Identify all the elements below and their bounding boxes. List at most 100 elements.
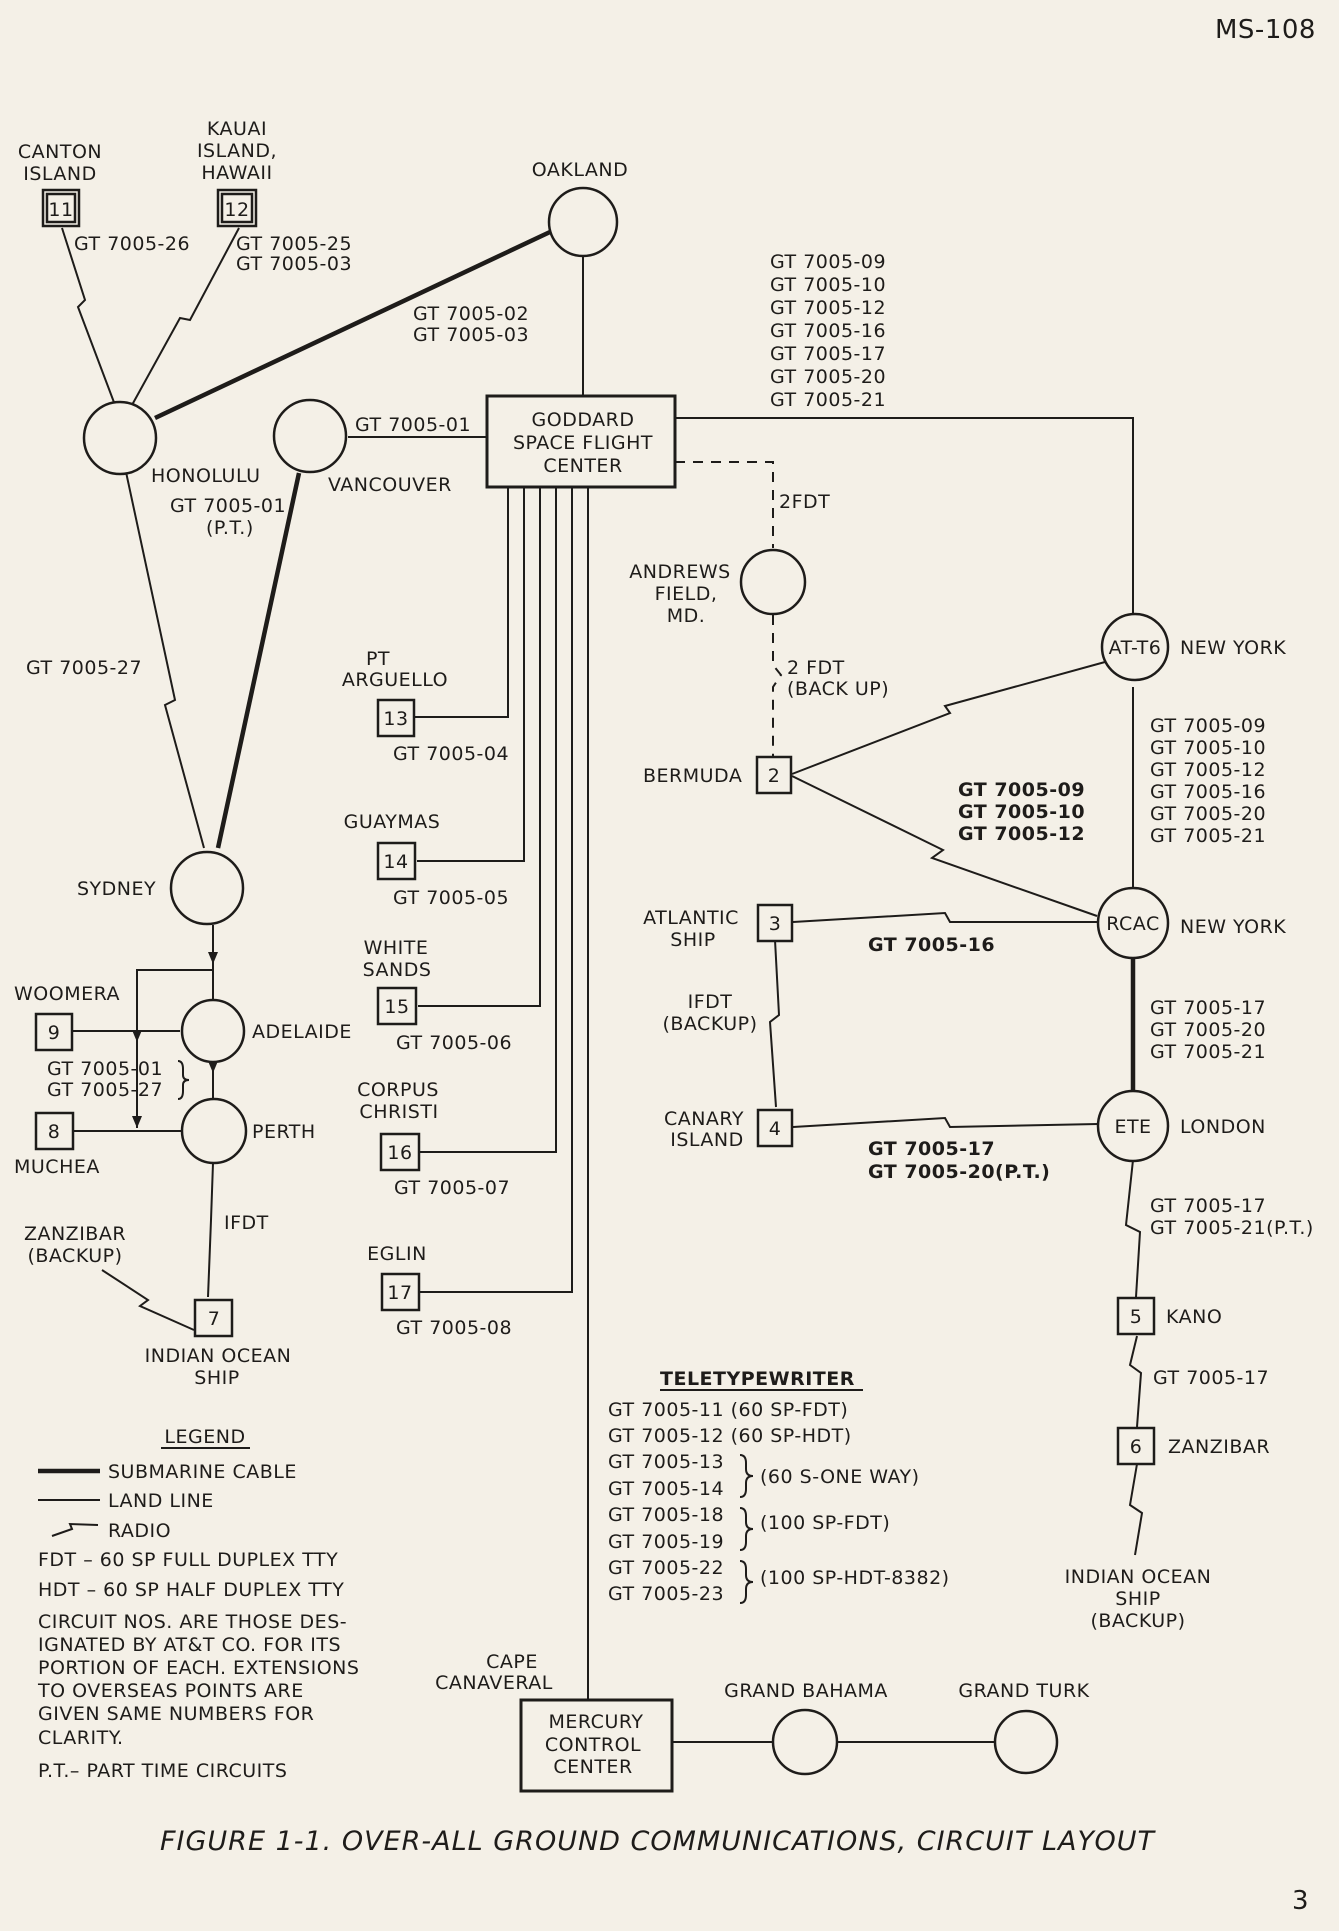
radio-link-zanzibar-ship (1128, 1463, 1144, 1556)
node-rcac-label: RCAC (1106, 913, 1159, 935)
teletype-g1b: GT 7005-14 (608, 1478, 724, 1500)
station-box-eglin (380, 1272, 421, 1312)
dashed-goddard-andrews (675, 461, 774, 548)
station-name2-canary: ISLAND (670, 1129, 744, 1151)
node-mercury-line3: CENTER (553, 1756, 632, 1778)
arrowhead-sydney (208, 952, 218, 964)
circuit-canary-ete-2: GT 7005-20(P.T.) (868, 1161, 1050, 1183)
circuit-ete-kano-2: GT 7005-21(P.T.) (1150, 1217, 1314, 1239)
station-name-arguello: PT (366, 648, 390, 670)
station-number-atlantic: 3 (769, 913, 782, 935)
line-perth-indianship (207, 1162, 214, 1298)
node-ete-name: LONDON (1180, 1116, 1266, 1138)
radio-link-honolulu-sydney (125, 471, 205, 849)
line-goddard-guaymas (417, 487, 525, 862)
teletype-g2a: GT 7005-18 (608, 1504, 724, 1526)
node-rcac-name: NEW YORK (1180, 916, 1286, 938)
teletype-bracket-3 (739, 1560, 754, 1604)
radio-link-bermuda-atnewyork (791, 661, 1106, 775)
circuit-goddard-ny-7: GT 7005-21 (770, 389, 886, 411)
doc-id: MS-108 (1215, 15, 1316, 45)
circuit-kauai-1: GT 7005-25 (236, 233, 352, 255)
legend-note-4: TO OVERSEAS POINTS ARE (37, 1680, 304, 1702)
radio-link-atlantic-canary (768, 939, 781, 1108)
circuit-ifdt-backup-1: IFDT (688, 991, 733, 1013)
node-andrews-line2: FIELD, (655, 583, 718, 605)
station-box-zanzibar (1116, 1426, 1156, 1466)
teletype-bracket-2 (739, 1507, 754, 1551)
circuit-oakland-1: GT 7005-02 (413, 303, 529, 325)
station-name2-atlantic: SHIP (670, 929, 715, 951)
node-label-grand-bahama: GRAND BAHAMA (724, 1680, 888, 1702)
node-andrews-line1: ANDREWS (629, 561, 730, 583)
circuit-eglin: GT 7005-08 (396, 1317, 512, 1339)
legend-land: LAND LINE (108, 1490, 214, 1512)
station-number-whitesands: 15 (384, 996, 409, 1018)
circuit-andrews-1: 2FDT (779, 491, 830, 513)
node-label-honolulu: HONOLULU (151, 465, 261, 487)
radio-link-bermuda-rcac (791, 775, 1098, 917)
node-andrews-line3: MD. (667, 605, 706, 627)
station-box-corpus (379, 1132, 421, 1172)
line-goddard-eglin (420, 487, 573, 1293)
circuit-canton: GT 7005-26 (74, 233, 190, 255)
radio-link-kauai-honolulu (131, 227, 240, 406)
submarine-vancouver-sydney (215, 472, 302, 849)
node-mercury (519, 1698, 674, 1793)
legend-hdt: HDT – 60 SP HALF DUPLEX TTY (38, 1579, 344, 1601)
station-name2-whitesands: SANDS (363, 959, 432, 981)
circuit-goddard-ny-6: GT 7005-20 (770, 366, 886, 388)
radio-link-canton-honolulu (61, 227, 116, 406)
connection-lines (61, 227, 1144, 1743)
circuit-goddard-ny-3: GT 7005-12 (770, 297, 886, 319)
station-number-kauai: 12 (224, 199, 249, 221)
station-number-corpus: 16 (387, 1142, 412, 1164)
line-goddard-corpus (420, 487, 557, 1153)
station-name-eglin: EGLIN (367, 1243, 427, 1265)
node-label-adelaide: ADELAIDE (252, 1021, 352, 1043)
circuit-kano-zanzibar: GT 7005-17 (1153, 1367, 1269, 1389)
circuit-honolulu-sydney: GT 7005-27 (26, 657, 142, 679)
radio-link-atlantic-rcac (792, 911, 1098, 923)
circuit-goddard-ny-4: GT 7005-16 (770, 320, 886, 342)
circuit-atny-rcac-5: GT 7005-20 (1150, 803, 1266, 825)
circuit-bermuda-rcac-2: GT 7005-10 (958, 801, 1085, 823)
station-number-zanzibar: 6 (1130, 1436, 1143, 1458)
station-number-muchea: 8 (48, 1121, 61, 1143)
node-goddard-line3: CENTER (543, 455, 622, 477)
teletype-g1a: GT 7005-13 (608, 1451, 724, 1473)
station-name-kauai: KAUAI (207, 118, 267, 140)
circuit-rcac-ete-2: GT 7005-20 (1150, 1019, 1266, 1041)
circuit-perth-ship: IFDT (224, 1212, 269, 1234)
station-number-bermuda: 2 (768, 765, 781, 787)
teletype-g3b: GT 7005-23 (608, 1583, 724, 1605)
submarine-honolulu-oakland (154, 229, 551, 421)
station-box-bermuda (755, 755, 793, 795)
circuit-goddard-ny-1: GT 7005-09 (770, 251, 886, 273)
node-label-oakland: OAKLAND (532, 159, 628, 181)
station-name2-corpus: CHRISTI (359, 1101, 438, 1123)
legend-radio: RADIO (108, 1520, 171, 1542)
figure-caption: FIGURE 1-1. OVER-ALL GROUND COMMUNICATIO… (160, 1826, 1156, 1857)
node-oakland (547, 186, 619, 258)
circuit-atny-rcac-1: GT 7005-09 (1150, 715, 1266, 737)
node-label-sydney: SYDNEY (77, 878, 156, 900)
teletype-g3a: GT 7005-22 (608, 1557, 724, 1579)
node-label-vancouver: VANCOUVER (328, 474, 452, 496)
station-box-arguello (376, 698, 416, 738)
circuit-rcac-ete-3: GT 7005-21 (1150, 1041, 1266, 1063)
station-name-whitesands: WHITE (364, 937, 429, 959)
teletype-g2b: GT 7005-19 (608, 1531, 724, 1553)
circuit-adelaide-perth-1: GT 7005-01 (47, 1058, 163, 1080)
node-vancouver (272, 398, 348, 474)
teletype-g3-note: (100 SP-HDT-8382) (760, 1567, 950, 1589)
station-number-woomera: 9 (48, 1022, 61, 1044)
teletype-title: TELETYPEWRITER (660, 1368, 855, 1390)
arrowhead-perth (208, 1061, 218, 1073)
station-name-indianship: INDIAN OCEAN (145, 1345, 292, 1367)
circuit-rcac-ete-1: GT 7005-17 (1150, 997, 1266, 1019)
circuit-kauai-2: GT 7005-03 (236, 253, 352, 275)
station-box-muchea (34, 1111, 75, 1151)
node-ship-backup-line1: INDIAN OCEAN (1065, 1566, 1212, 1588)
